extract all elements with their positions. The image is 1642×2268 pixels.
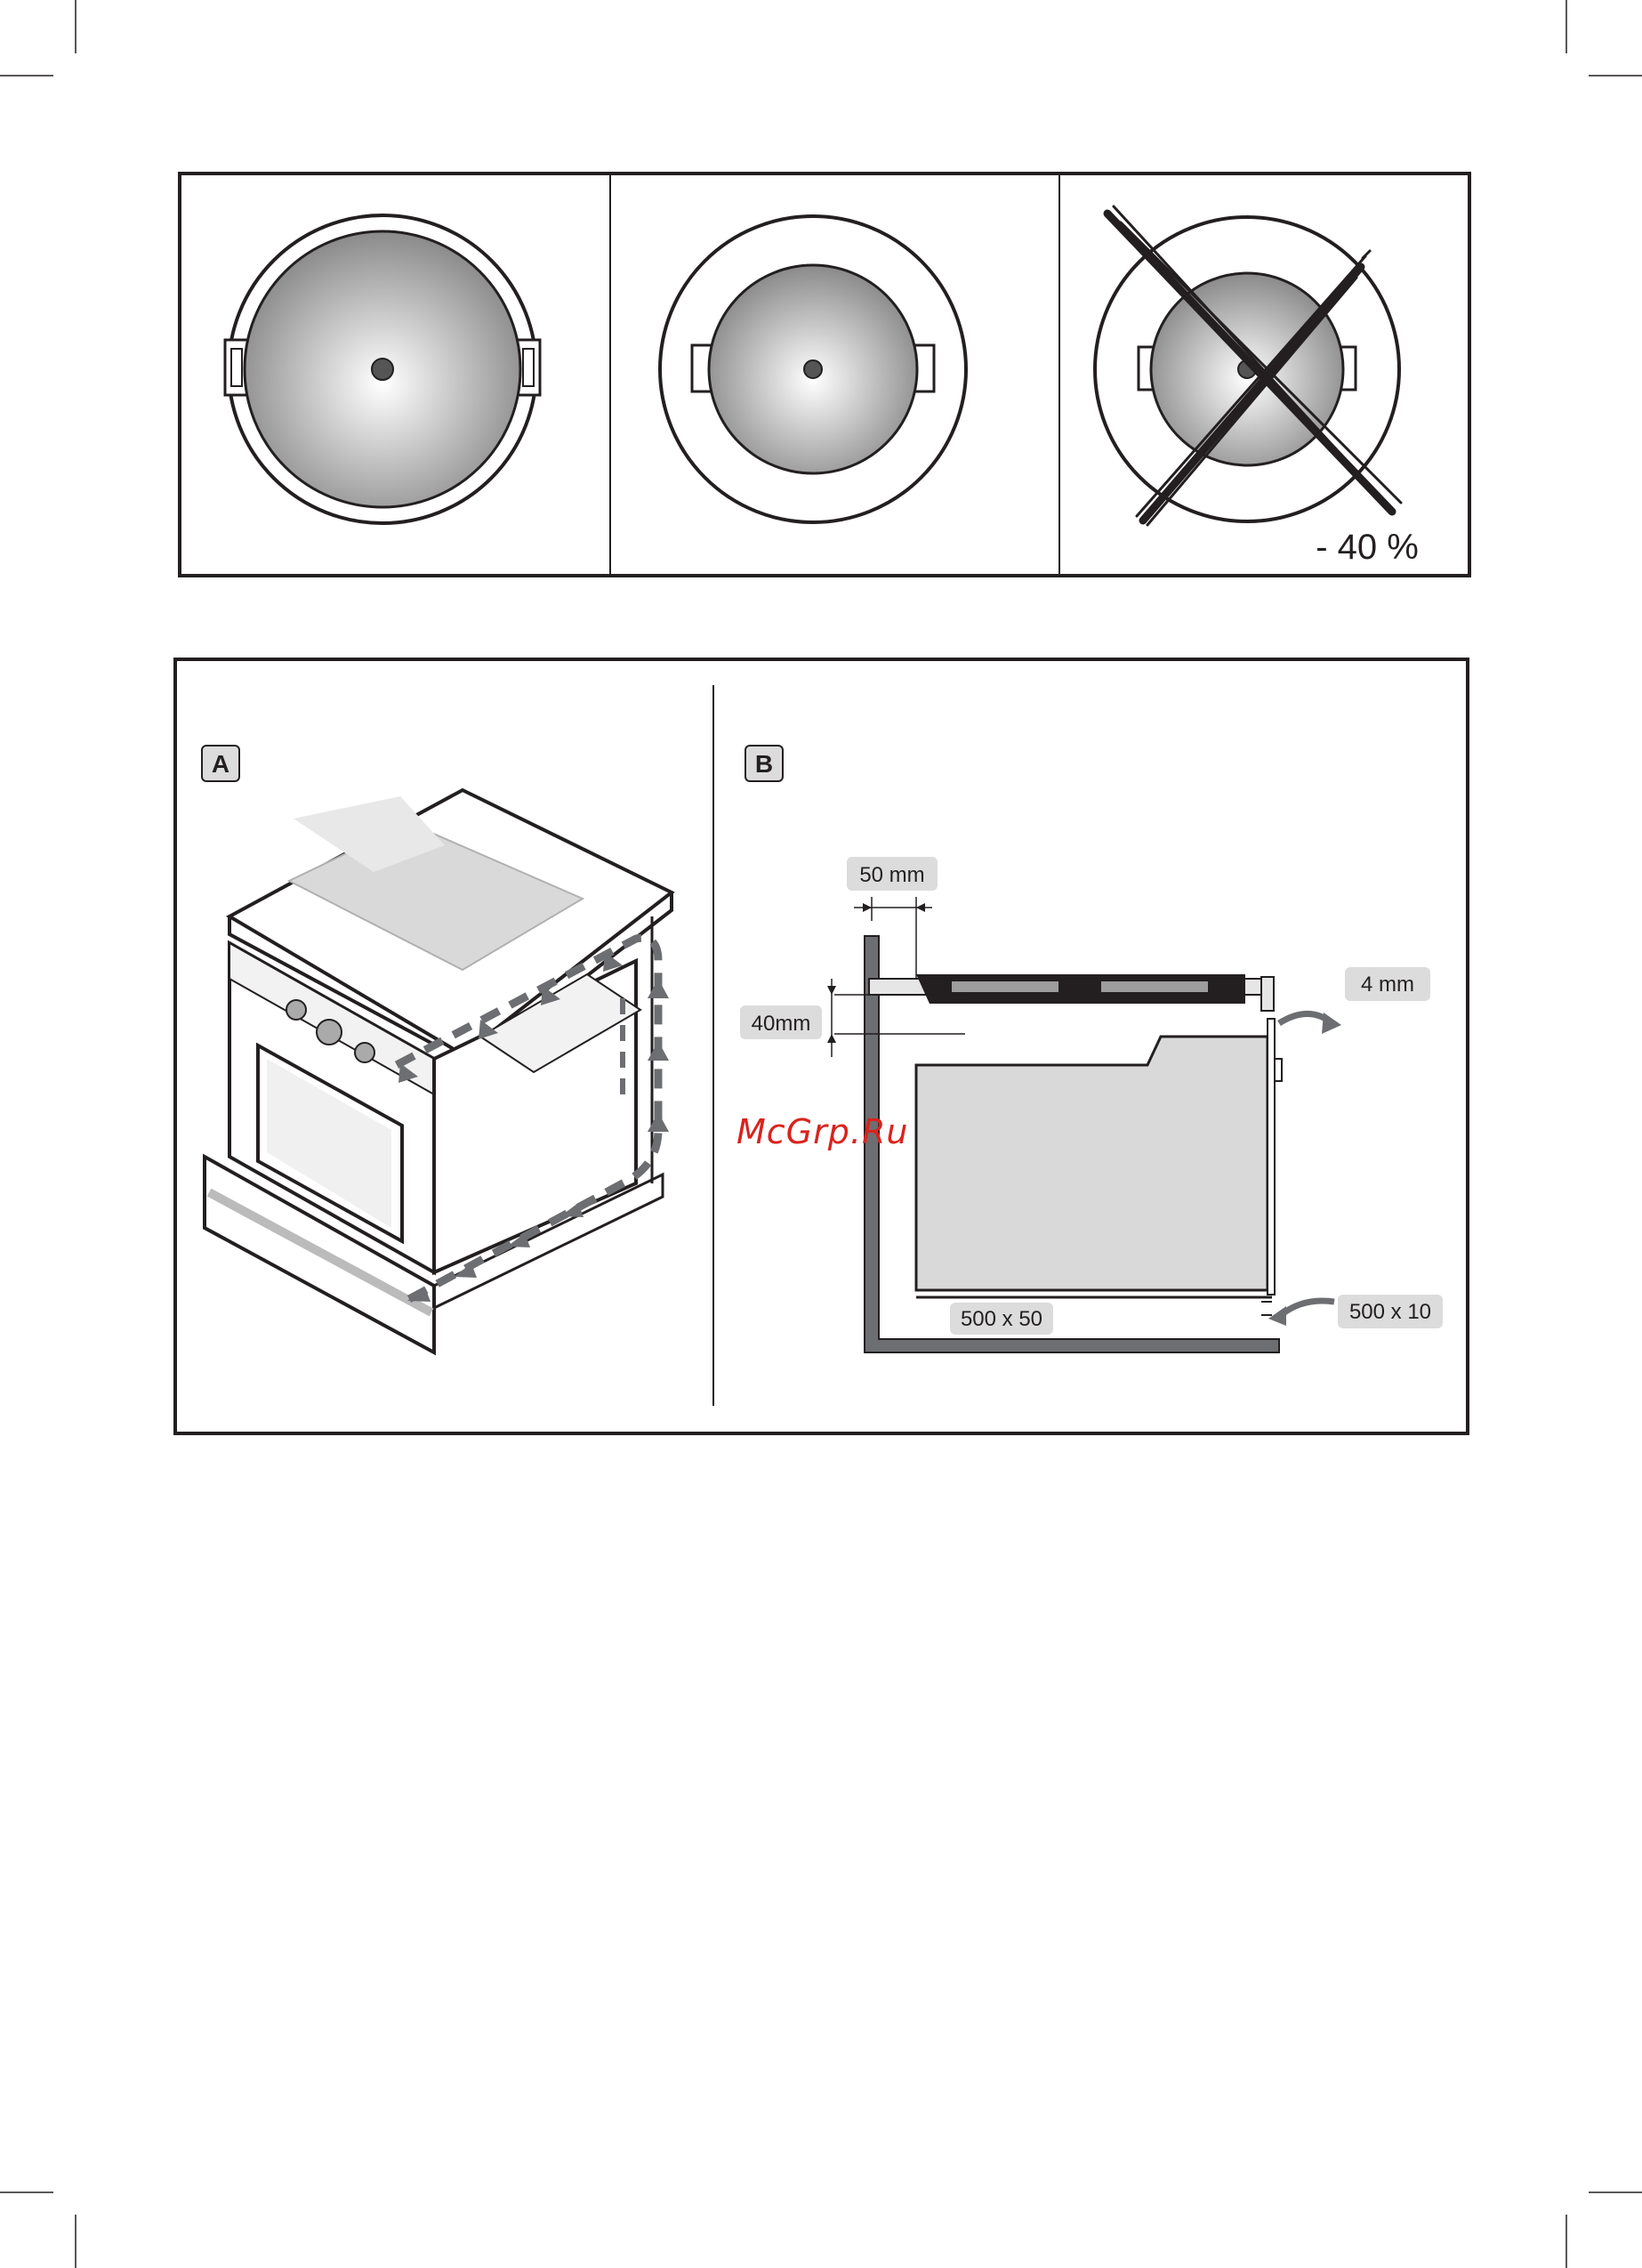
oven-knob-icon (286, 1000, 306, 1020)
dim-40mm-label: 40mm (740, 1005, 822, 1039)
svg-text:4 mm: 4 mm (1361, 973, 1414, 997)
oven-knob-icon (355, 1043, 374, 1062)
installation-cross-section: 50 mm 40mm 4 mm 500 x 50 500 (740, 857, 1443, 1352)
dim-500x50-label: 500 x 50 (950, 1303, 1053, 1335)
oven-knob-icon (317, 1020, 342, 1045)
section-a-badge: A (202, 746, 239, 781)
ventilation-panel: A (0, 0, 1642, 1513)
built-in-oven-airflow-illustration (205, 790, 672, 1352)
oven-section (916, 1037, 1268, 1290)
vent-arrow-bottom (1281, 1301, 1334, 1315)
svg-text:A: A (212, 750, 229, 778)
section-b-badge: B (745, 746, 783, 781)
dim-50mm-label: 50 mm (847, 857, 938, 891)
svg-text:40mm: 40mm (752, 1012, 811, 1036)
dim-500x10-label: 500 x 10 (1338, 1295, 1443, 1328)
svg-text:50 mm: 50 mm (859, 863, 924, 887)
svg-text:B: B (755, 750, 773, 778)
vent-arrow-top (1279, 1013, 1330, 1023)
svg-text:500 x 50: 500 x 50 (961, 1307, 1042, 1331)
svg-text:500 x 10: 500 x 10 (1349, 1300, 1431, 1324)
dim-4mm-label: 4 mm (1345, 967, 1430, 1001)
watermark-text: McGrp.Ru (736, 1112, 908, 1151)
